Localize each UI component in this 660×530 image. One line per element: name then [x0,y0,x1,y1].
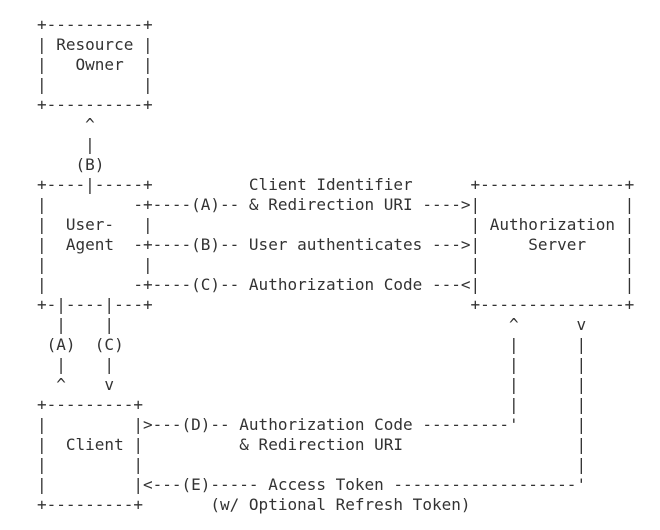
oauth-authorization-code-flow-ascii-diagram: +----------+ | Resource | | Owner | | | … [37,15,635,514]
